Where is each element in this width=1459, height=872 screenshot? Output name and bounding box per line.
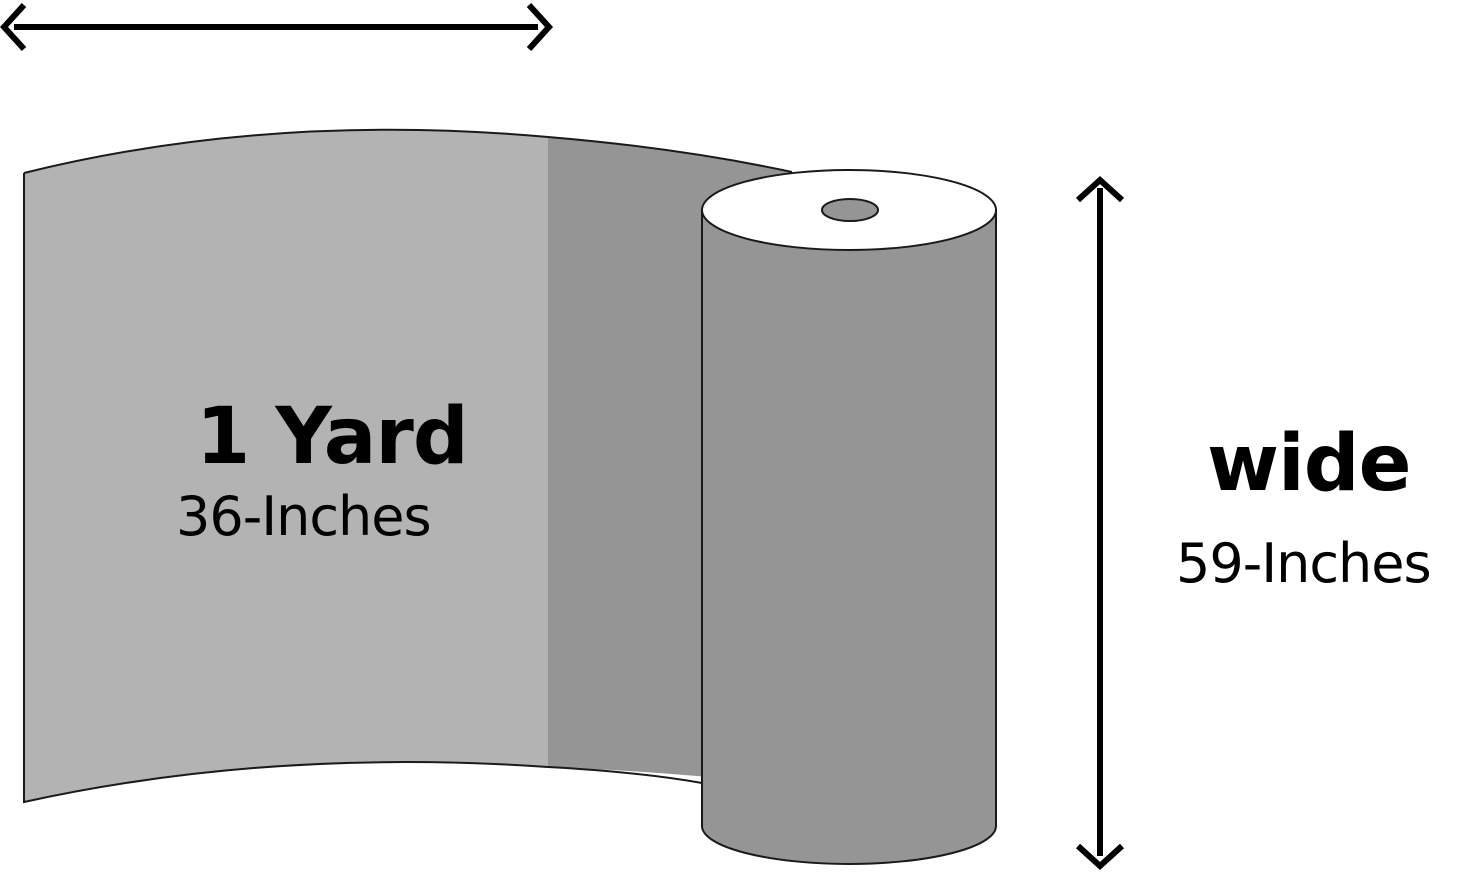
fabric-sheet-front xyxy=(24,129,548,803)
fabric-roll-body xyxy=(701,209,997,865)
width-title: wide xyxy=(1207,419,1412,509)
width-arrow xyxy=(1075,175,1125,871)
length-title: 1 Yard xyxy=(196,392,469,482)
width-measurement: 59-Inches xyxy=(1176,532,1432,595)
length-arrow xyxy=(0,2,554,52)
fabric-roll-core xyxy=(821,198,879,222)
length-measurement: 36-Inches xyxy=(176,485,432,548)
fabric-sheet-outline xyxy=(23,128,793,804)
